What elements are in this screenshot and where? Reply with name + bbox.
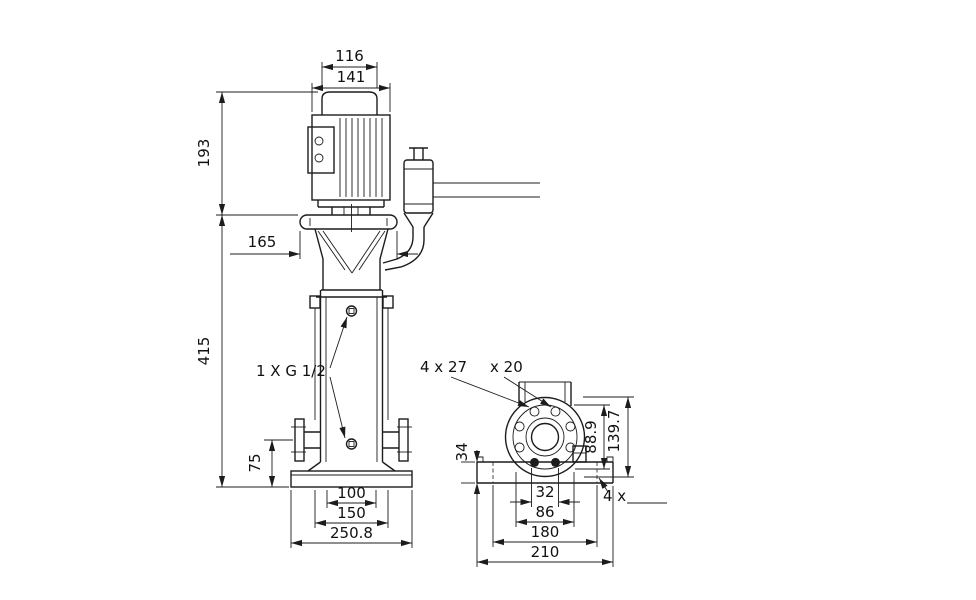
front-view-geometry — [290, 91, 540, 488]
hole-callout-label: 4 x 27 — [420, 358, 467, 376]
hole-callout-2-label: x 20 — [490, 358, 523, 376]
motor-terminal-box — [307, 126, 335, 174]
dim-86-label: 86 — [535, 503, 554, 521]
base-plate-front — [290, 461, 413, 488]
fill-plug — [345, 305, 358, 317]
port-callout-label: 1 X G 1/2 — [256, 362, 326, 380]
pump-head — [314, 228, 389, 291]
discharge-flange-right — [382, 418, 412, 462]
dim-193-label: 193 — [195, 139, 213, 168]
drain-plug — [345, 438, 358, 450]
dimension-labels: 116 141 193 415 165 1 X G 1/2 75 100 150… — [195, 47, 626, 561]
motor-body — [311, 114, 391, 201]
dim-250-8-label: 250.8 — [330, 524, 373, 542]
motor-pedestal — [317, 200, 385, 232]
dim-34-label: 34 — [453, 442, 471, 461]
air-vent-vessel — [382, 147, 540, 271]
pump-sleeve — [309, 290, 394, 462]
dim-165-label: 165 — [248, 233, 277, 251]
base-plate-end — [476, 456, 614, 484]
dim-210-label: 210 — [531, 543, 560, 561]
end-view-flange — [504, 396, 586, 478]
dim-139-7-label: 139.7 — [605, 410, 623, 453]
end-view-dimensions — [450, 376, 667, 567]
suction-flange-left — [291, 418, 321, 462]
dim-116-label: 116 — [335, 47, 364, 65]
dim-88-9-label: 88.9 — [582, 420, 600, 453]
dim-141-label: 141 — [337, 68, 366, 86]
dim-75-label: 75 — [246, 453, 264, 472]
dim-32-label: 32 — [535, 483, 554, 501]
front-view-dimensions — [216, 62, 418, 548]
motor-stool-flange — [299, 214, 398, 230]
motor-fan-cover — [321, 91, 378, 115]
base-hole-callout-label: 4 x — [603, 487, 626, 505]
dim-150-label: 150 — [337, 504, 366, 522]
end-view-geometry — [476, 381, 614, 484]
dim-415-label: 415 — [195, 337, 213, 366]
dim-180-label: 180 — [531, 523, 560, 541]
dim-100-label: 100 — [337, 484, 366, 502]
